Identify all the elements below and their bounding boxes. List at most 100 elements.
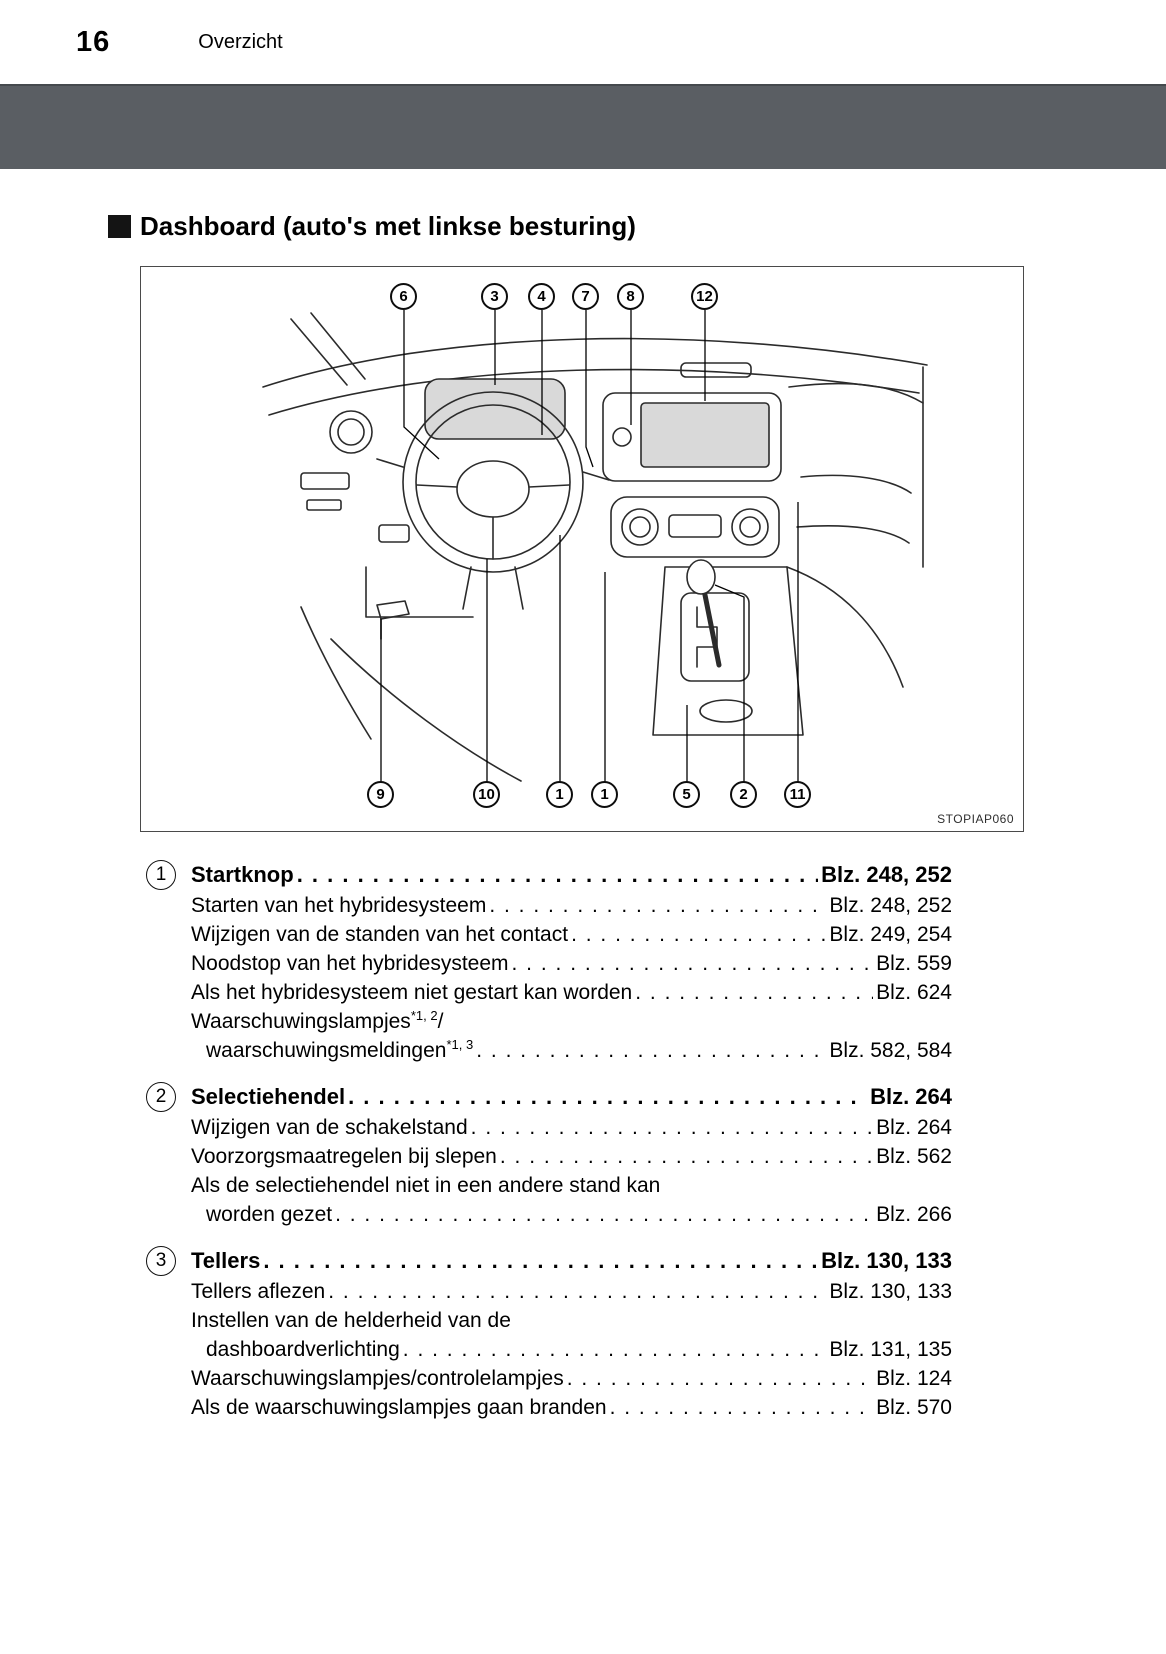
index-item-label: Wijzigen van de schakelstand: [191, 1116, 468, 1139]
page-ref: Blz. 562: [876, 1145, 952, 1168]
callout-5: 5: [673, 781, 700, 808]
dot-leader: [403, 1335, 827, 1364]
footnote-marker: *1, 2: [410, 1008, 438, 1023]
index-item-row: Noodstop van het hybridesysteem Blz. 559: [191, 949, 952, 978]
page-ref: Blz. 264: [870, 1084, 952, 1109]
dot-leader: [567, 1364, 873, 1393]
index-item-label: Starten van het hybridesysteem: [191, 894, 487, 917]
index-item-row: Starten van het hybridesysteem Blz. 248,…: [191, 891, 952, 920]
index-title: Startknop: [191, 862, 294, 887]
index-item-row: Instellen van de helderheid van de: [191, 1306, 952, 1335]
chapter-banner: [0, 84, 1166, 169]
section-heading: Dashboard (auto's met linkse besturing): [108, 211, 1166, 242]
index-item-label: Wijzigen van de standen van het contact: [191, 923, 569, 946]
footnote-marker: *1, 3: [446, 1037, 474, 1052]
page-ref: Blz. 248, 252: [829, 894, 952, 917]
page-ref: Blz. 559: [876, 952, 952, 975]
index-list: 1 Startknop Blz. 248, 252 Starten van he…: [146, 858, 952, 1422]
callout-4: 4: [528, 283, 555, 310]
index-number: 1: [146, 860, 176, 890]
index-entry-selectiehendel: 2 Selectiehendel Blz. 264 Wijzigen van d…: [146, 1080, 952, 1229]
dot-leader: [610, 1393, 874, 1422]
index-entry-tellers: 3 Tellers Blz. 130, 133 Tellers aflezen …: [146, 1244, 952, 1422]
index-item-label: Als de selectiehendel niet in een andere…: [191, 1174, 661, 1197]
index-item-row: Als de waarschuwingslampjes gaan branden…: [191, 1393, 952, 1422]
shift-console: [652, 559, 804, 736]
callout-1a: 1: [546, 781, 573, 808]
page-ref: Blz. 570: [876, 1396, 952, 1419]
callout-7: 7: [572, 283, 599, 310]
index-item-row: dashboardverlichting Blz. 131, 135: [191, 1335, 952, 1364]
index-item-row: Voorzorgsmaatregelen bij slepen Blz. 562: [191, 1142, 952, 1171]
callout-9: 9: [367, 781, 394, 808]
index-item-label: Instellen van de helderheid van de: [191, 1309, 511, 1332]
index-item-label: Noodstop van het hybridesysteem: [191, 952, 509, 975]
callout-1b: 1: [591, 781, 618, 808]
index-title-row: Selectiehendel Blz. 264: [191, 1080, 952, 1113]
callout-12: 12: [691, 283, 718, 310]
index-number: 3: [146, 1246, 176, 1276]
page-ref: Blz. 266: [876, 1203, 952, 1226]
dot-leader: [635, 978, 873, 1007]
dashboard-diagram: 6 3 4 7 8 12 9 10 1 1 5 2 11 STOPIAP060: [140, 266, 1024, 832]
index-item-label: Waarschuwingslampjes/controlelampjes: [191, 1367, 564, 1390]
section-heading-text: Dashboard (auto's met linkse besturing): [140, 211, 636, 241]
index-item-label: Als het hybridesysteem niet gestart kan …: [191, 981, 633, 1004]
index-title-row: Tellers Blz. 130, 133: [191, 1244, 952, 1277]
page-ref: Blz. 130, 133: [821, 1248, 952, 1273]
left-air-vent: [329, 410, 373, 454]
index-entry-startknop: 1 Startknop Blz. 248, 252 Starten van he…: [146, 858, 952, 1065]
index-title: Tellers: [191, 1248, 261, 1273]
index-item-row: Tellers aflezen Blz. 130, 133: [191, 1277, 952, 1306]
dashboard-line-art: [262, 310, 928, 782]
index-item-row: waarschuwingsmeldingen*1, 3 Blz. 582, 58…: [191, 1036, 952, 1065]
steering-wheel: [402, 391, 584, 573]
instrument-cluster: [424, 378, 566, 440]
index-item-row: Als het hybridesysteem niet gestart kan …: [191, 978, 952, 1007]
index-item-label: Tellers aflezen: [191, 1280, 326, 1303]
page-ref: Blz. 582, 584: [829, 1039, 952, 1062]
callout-leader-lines: [380, 310, 799, 782]
dot-leader: [263, 1244, 818, 1277]
figure-code: STOPIAP060: [937, 812, 1014, 826]
chapter-title: Overzicht: [198, 30, 283, 53]
dot-leader: [489, 891, 826, 920]
dot-leader: [571, 920, 826, 949]
index-item-row: Waarschuwingslampjes*1, 2/: [191, 1007, 952, 1036]
index-item-row: Wijzigen van de standen van het contact …: [191, 920, 952, 949]
callout-11: 11: [784, 781, 811, 808]
callout-2: 2: [730, 781, 757, 808]
page-ref: Blz. 264: [876, 1116, 952, 1139]
index-item-label: Waarschuwingslampjes*1, 2/: [191, 1008, 444, 1033]
callout-3: 3: [481, 283, 508, 310]
heading-square-bullet: [108, 215, 131, 238]
page-ref: Blz. 124: [876, 1367, 952, 1390]
callout-8: 8: [617, 283, 644, 310]
index-item-label: dashboardverlichting: [206, 1338, 400, 1361]
index-item-label: waarschuwingsmeldingen*1, 3: [206, 1037, 474, 1062]
index-item-label: Als de waarschuwingslampjes gaan branden: [191, 1396, 607, 1419]
dot-leader: [476, 1036, 826, 1065]
callout-10: 10: [473, 781, 500, 808]
page-ref: Blz. 624: [876, 981, 952, 1004]
index-number: 2: [146, 1082, 176, 1112]
page-number: 16: [76, 25, 111, 58]
dot-leader: [512, 949, 874, 978]
index-item-row: Als de selectiehendel niet in een andere…: [191, 1171, 952, 1200]
climate-control-panel: [610, 496, 780, 558]
index-item-label: Voorzorgsmaatregelen bij slepen: [191, 1145, 497, 1168]
index-title-row: Startknop Blz. 248, 252: [191, 858, 952, 891]
dot-leader: [328, 1277, 826, 1306]
page-header: 16 Overzicht: [0, 0, 1166, 84]
dot-leader: [471, 1113, 873, 1142]
dot-leader: [348, 1080, 867, 1113]
index-item-label: worden gezet: [206, 1203, 333, 1226]
index-item-row: worden gezet Blz. 266: [191, 1200, 952, 1229]
page-ref: Blz. 130, 133: [829, 1280, 952, 1303]
center-display: [602, 392, 782, 482]
callout-6: 6: [390, 283, 417, 310]
index-item-row: Wijzigen van de schakelstand Blz. 264: [191, 1113, 952, 1142]
index-item-row: Waarschuwingslampjes/controlelampjes Blz…: [191, 1364, 952, 1393]
dot-leader: [297, 858, 818, 891]
